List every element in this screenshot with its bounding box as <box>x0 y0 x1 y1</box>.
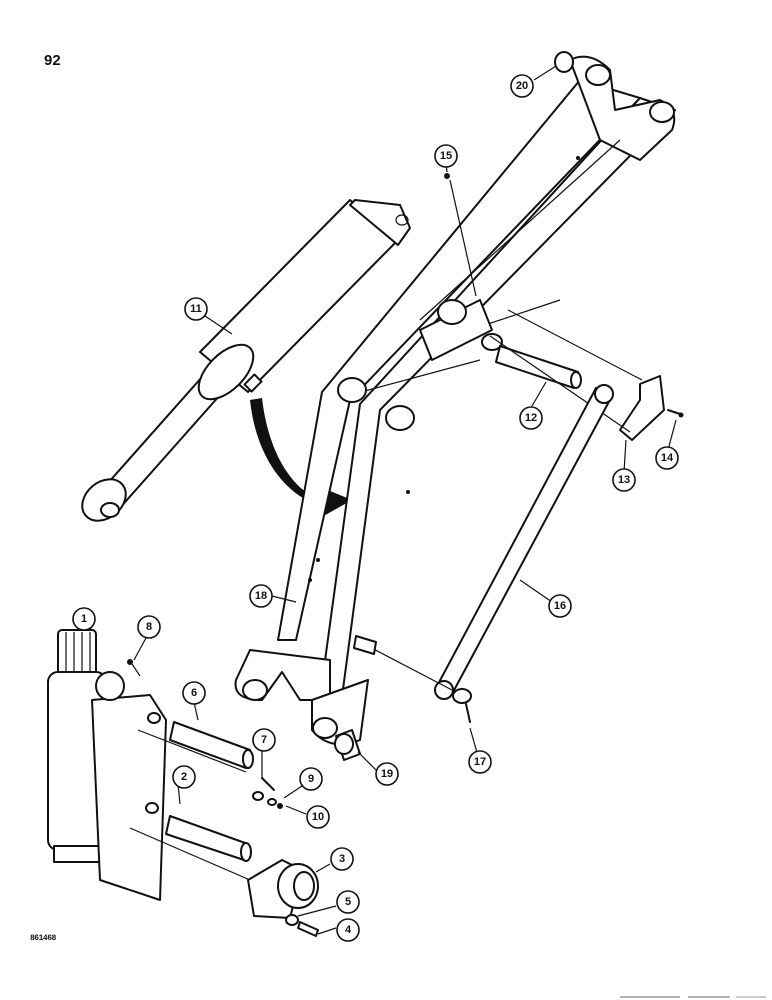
swing-tower <box>47 629 167 901</box>
callout-6: 6 <box>182 681 206 705</box>
washer-bolt-set <box>252 777 283 809</box>
link-bar <box>434 384 614 700</box>
callout-13: 13 <box>612 468 636 492</box>
connector-block <box>353 635 377 655</box>
grease-fitting <box>444 173 477 297</box>
svg-text:16: 16 <box>554 600 566 612</box>
svg-text:8: 8 <box>146 621 152 633</box>
retaining-plate <box>489 309 665 441</box>
figure-code: 861468 <box>30 934 56 943</box>
grease-fitting-small <box>127 659 141 677</box>
svg-text:9: 9 <box>308 773 314 785</box>
svg-text:14: 14 <box>661 452 674 464</box>
pin <box>495 345 582 389</box>
svg-text:20: 20 <box>516 80 528 92</box>
callout-20: 20 <box>510 74 534 98</box>
callout-9: 9 <box>299 767 323 791</box>
svg-text:19: 19 <box>381 768 393 780</box>
bolt-lower <box>297 921 319 937</box>
svg-text:3: 3 <box>339 853 345 865</box>
loader-arm <box>234 55 676 746</box>
callout-14: 14 <box>655 446 679 470</box>
assembly-arrow <box>250 398 352 518</box>
hydraulic-cylinder <box>81 199 411 522</box>
pin-upper <box>137 721 254 773</box>
callout-16: 16 <box>548 594 572 618</box>
callout-3: 3 <box>330 847 354 871</box>
svg-text:10: 10 <box>312 811 324 823</box>
callout-1: 1 <box>72 607 96 631</box>
svg-text:12: 12 <box>525 412 537 424</box>
svg-text:1: 1 <box>81 613 87 625</box>
callout-18: 18 <box>249 584 273 608</box>
svg-text:2: 2 <box>181 771 187 783</box>
washer-lower <box>285 914 299 926</box>
ring-pin <box>359 641 472 723</box>
svg-text:5: 5 <box>345 896 351 908</box>
callout-2: 2 <box>172 765 196 789</box>
svg-text:15: 15 <box>440 150 452 162</box>
svg-text:6: 6 <box>191 687 197 699</box>
callout-12: 12 <box>519 406 543 430</box>
callout-17: 17 <box>468 750 492 774</box>
svg-text:4: 4 <box>345 924 352 936</box>
callout-11: 11 <box>184 297 208 321</box>
svg-text:17: 17 <box>474 756 486 768</box>
callout-8: 8 <box>137 615 161 639</box>
svg-text:18: 18 <box>255 590 267 602</box>
svg-text:11: 11 <box>190 303 202 315</box>
svg-text:13: 13 <box>618 474 630 486</box>
callout-7: 7 <box>252 728 276 752</box>
callout-15: 15 <box>434 144 458 168</box>
callout-10: 10 <box>306 805 330 829</box>
page-number: 92 <box>44 52 61 69</box>
callout-19: 19 <box>375 762 399 786</box>
svg-text:7: 7 <box>261 734 267 746</box>
pin-lower <box>129 815 252 881</box>
bolt <box>667 409 684 418</box>
leader-lines <box>83 65 677 935</box>
callout-4: 4 <box>336 918 360 942</box>
bracket-roller <box>247 859 319 919</box>
callout-5: 5 <box>336 890 360 914</box>
bushing-upper <box>554 51 574 73</box>
